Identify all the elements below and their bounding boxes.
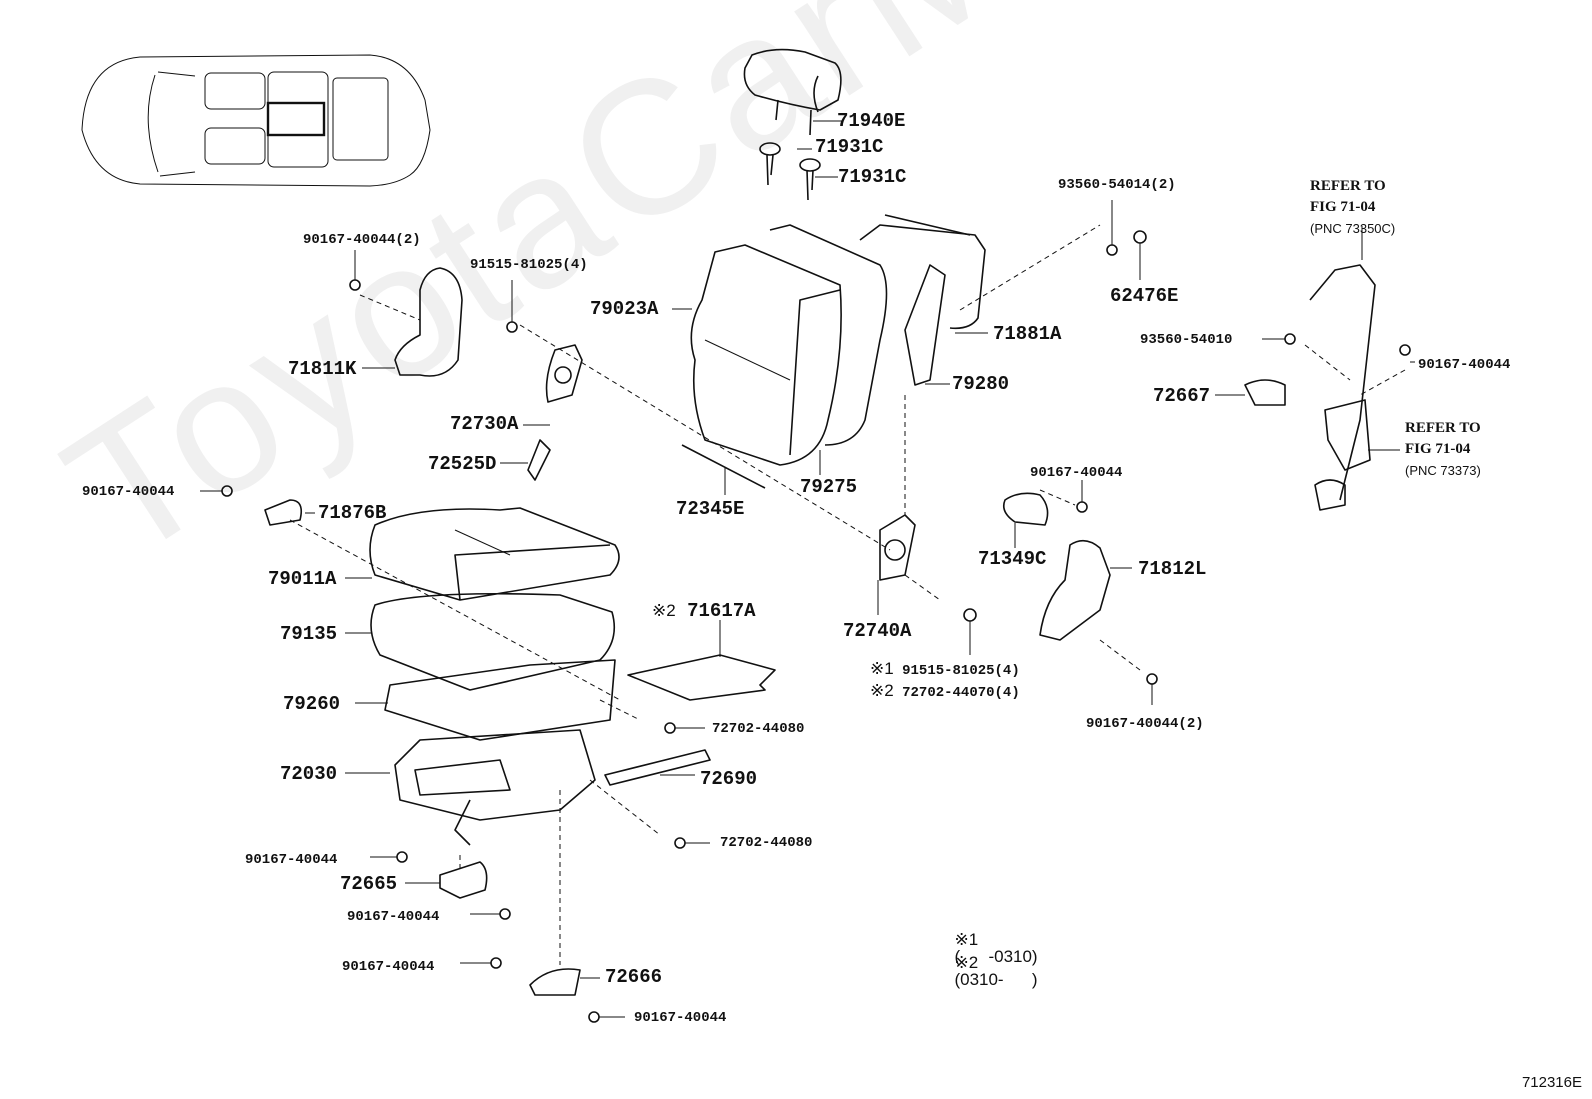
part-label-90167-40044-72665-a[interactable]: 90167-40044 [245, 852, 338, 868]
note-range: ( -0310) [954, 947, 1038, 966]
part-label-72690[interactable]: 72690 [700, 768, 758, 790]
note-2: ※2 (0310- ) [945, 937, 1038, 989]
note-mark: ※1 [870, 659, 894, 678]
part-label-72525D[interactable]: 72525D [428, 453, 497, 475]
part-label-79280[interactable]: 79280 [952, 373, 1010, 395]
connector-lines [289, 224, 1406, 965]
part-label-93560-54014[interactable]: 93560-54014(2) [1058, 177, 1176, 193]
headrest-support-parts [759, 142, 838, 201]
part-label-79023A[interactable]: 79023A [590, 298, 659, 320]
part-label-72740A[interactable]: 72740A [843, 620, 912, 642]
part-label-93560-54010[interactable]: 93560-54010 [1140, 332, 1233, 348]
note-mark: ※2 [870, 681, 894, 700]
part-label-71811K[interactable]: 71811K [288, 358, 357, 380]
part-label-71881A[interactable]: 71881A [993, 323, 1062, 345]
part-label-90167-40044-71812L[interactable]: 90167-40044(2) [1086, 716, 1204, 732]
part-label-note2-bolt[interactable]: ※2 72702-44070(4) [870, 682, 1020, 700]
note-range: (0310- ) [954, 970, 1038, 989]
part-label-62476E[interactable]: 62476E [1110, 285, 1179, 307]
part-label-note1-bolt[interactable]: ※1 91515-81025(4) [870, 660, 1020, 678]
part-number: 71617A [687, 600, 756, 622]
reference-lower[interactable]: REFER TO FIG 71-04 (PNC 73373) [1405, 418, 1481, 481]
seat-adjuster-part [345, 729, 711, 846]
part-label-72665[interactable]: 72665 [340, 873, 398, 895]
part-label-71931C-1[interactable]: 71931C [815, 136, 884, 158]
part-label-72667[interactable]: 72667 [1153, 385, 1211, 407]
part-label-91515-81025-top[interactable]: 91515-81025(4) [470, 257, 588, 273]
part-label-71617A[interactable]: ※2 71617A [652, 602, 756, 621]
part-label-90167-40044-2[interactable]: 90167-40044(2) [303, 232, 421, 248]
note-mark: ※1 [954, 930, 979, 949]
part-label-71940E[interactable]: 71940E [837, 110, 906, 132]
vehicle-seat-locator-icon [81, 54, 431, 187]
lower-cover-parts [405, 861, 600, 996]
part-label-90167-40044-belt[interactable]: 90167-40044 [1418, 357, 1511, 373]
part-label-71931C-2[interactable]: 71931C [838, 166, 907, 188]
note-mark: ※2 [954, 953, 979, 972]
part-label-79275[interactable]: 79275 [800, 476, 858, 498]
seat-cushion-parts [200, 485, 620, 741]
part-label-90167-40044-72666-b[interactable]: 90167-40044 [634, 1010, 727, 1026]
part-label-79135[interactable]: 79135 [280, 623, 338, 645]
rod-part [681, 444, 766, 495]
part-label-72030[interactable]: 72030 [280, 763, 338, 785]
part-number: 72702-44070(4) [902, 685, 1020, 701]
part-label-90167-40044-71349C[interactable]: 90167-40044 [1030, 465, 1123, 481]
part-label-71812L[interactable]: 71812L [1138, 558, 1207, 580]
right-side-parts [877, 226, 1400, 641]
part-label-71349C[interactable]: 71349C [978, 548, 1047, 570]
part-label-72345E[interactable]: 72345E [676, 498, 745, 520]
part-label-79260[interactable]: 79260 [283, 693, 341, 715]
reference-pnc: (PNC 73373) [1405, 463, 1481, 478]
reference-pnc: (PNC 73350C) [1310, 221, 1396, 236]
headrest-part [743, 48, 842, 136]
note-1: ※1 ( -0310) [945, 914, 1038, 966]
part-label-72702-44080-a[interactable]: 72702-44080 [712, 721, 805, 737]
figure-id: 712316E [1521, 1074, 1582, 1091]
reference-line2: FIG 71-04 [1310, 199, 1376, 215]
reference-line1: REFER TO [1310, 178, 1386, 194]
reference-upper[interactable]: REFER TO FIG 71-04 (PNC 73350C) [1310, 176, 1395, 239]
part-label-79011A[interactable]: 79011A [268, 568, 337, 590]
reference-line2: FIG 71-04 [1405, 441, 1471, 457]
bolt-parts [370, 200, 1415, 1023]
part-label-90167-40044-72666-a[interactable]: 90167-40044 [342, 959, 435, 975]
part-label-90167-40044-72665-b[interactable]: 90167-40044 [347, 909, 440, 925]
hinge-cover-parts [349, 250, 583, 481]
part-label-71876B[interactable]: 71876B [318, 502, 387, 524]
part-number: 91515-81025(4) [902, 663, 1020, 679]
part-label-72730A[interactable]: 72730A [450, 413, 519, 435]
reference-line1: REFER TO [1405, 420, 1481, 436]
seat-heater-mat-part [627, 620, 776, 701]
part-label-72702-44080-b[interactable]: 72702-44080 [720, 835, 813, 851]
note-mark: ※2 [652, 601, 676, 620]
part-label-90167-40044-71876B[interactable]: 90167-40044 [82, 484, 175, 500]
part-label-72666[interactable]: 72666 [605, 966, 663, 988]
seatback-parts [672, 214, 988, 475]
